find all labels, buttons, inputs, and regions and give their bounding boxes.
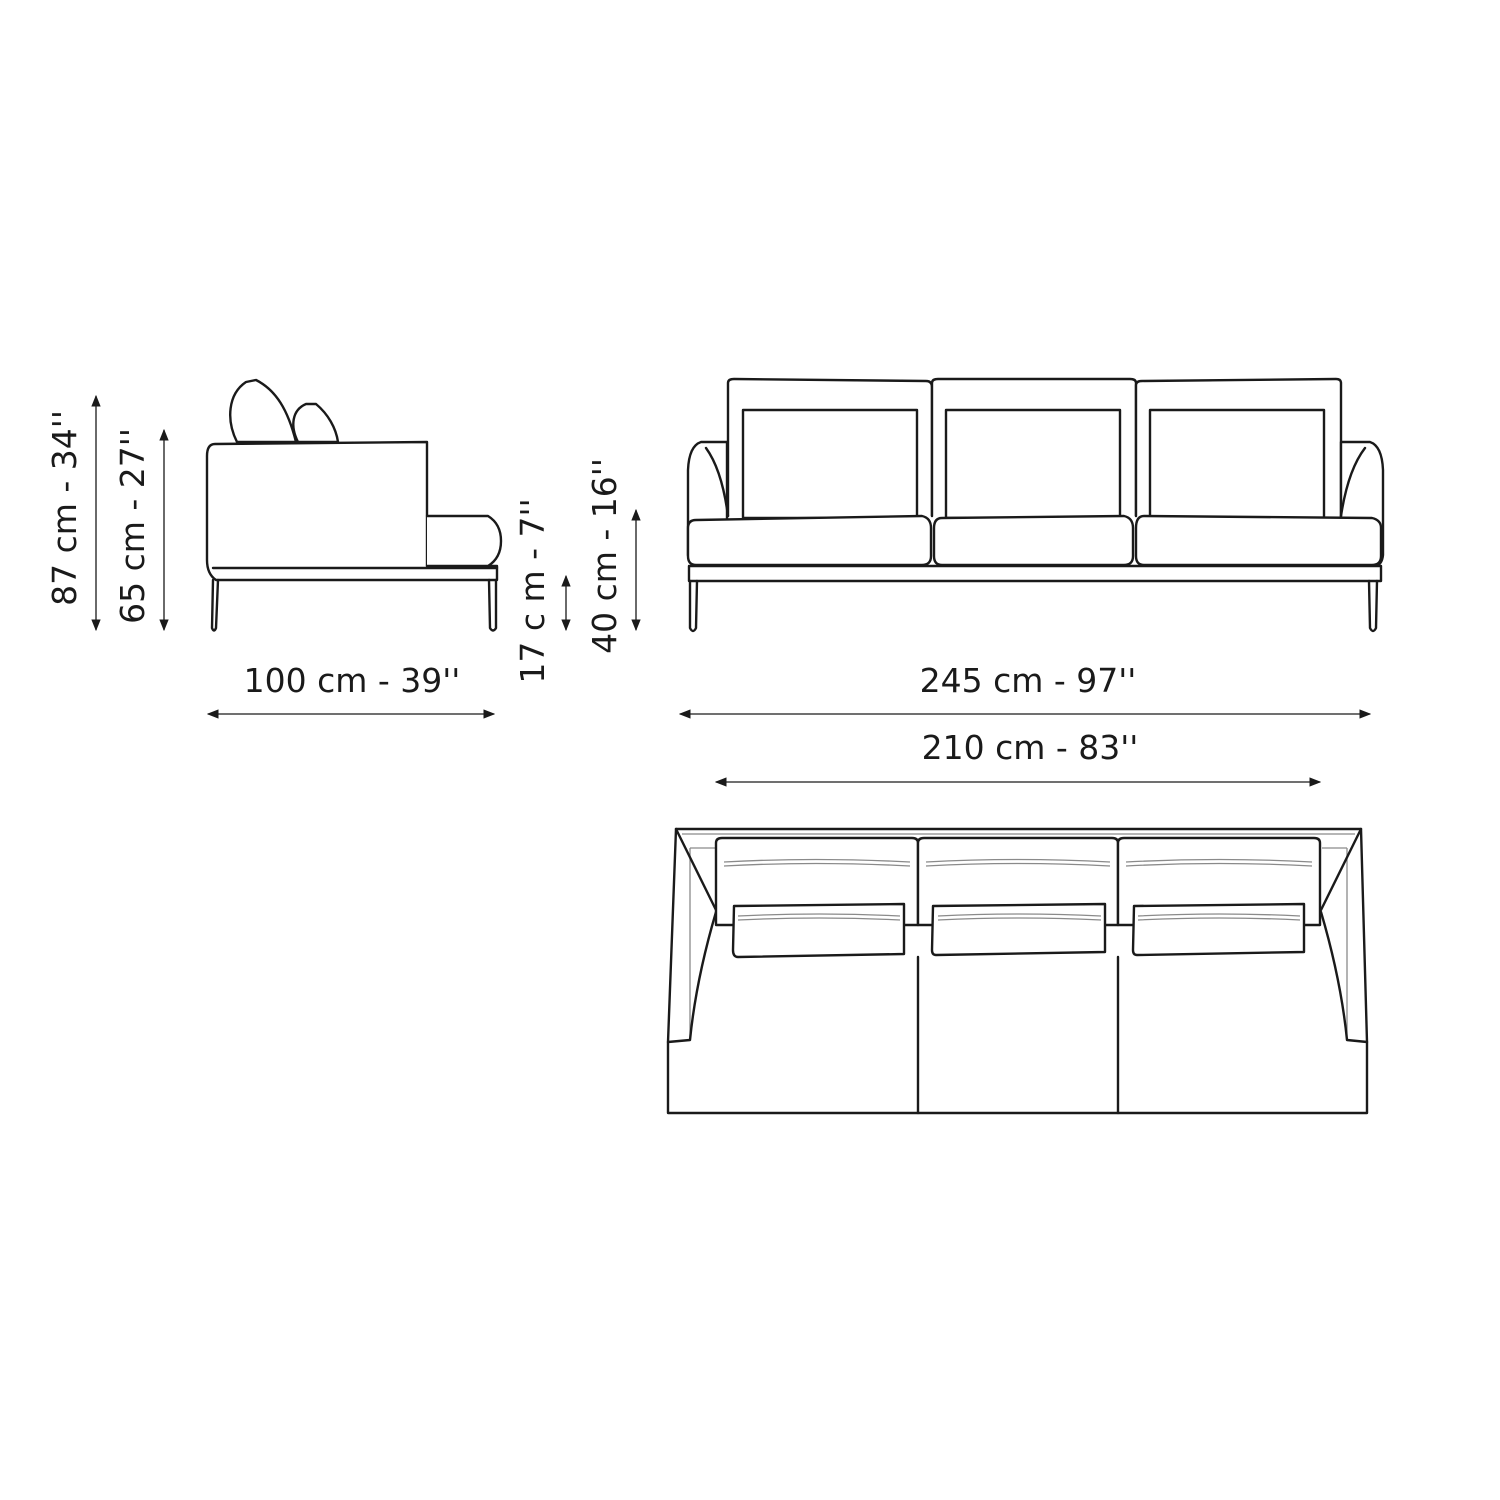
label-height-arm: 65 cm - 27'' [113,428,152,624]
top-stitch-3a [1125,858,1313,863]
front-view [686,377,1385,633]
top-stitch-2b [925,862,1111,867]
front-arm-left-curve [704,446,730,518]
front-arm-right-curve [1339,446,1367,518]
top-stitch-1a [723,858,911,863]
label-seat-height: 40 cm - 16'' [585,458,624,654]
side-seat-cushion [425,514,503,568]
front-back-cushion-left [741,408,919,520]
front-leg-left [688,579,699,633]
top-arm-corner-left [674,827,718,912]
label-leg-height: 17 c m - 7'' [513,498,552,683]
front-leg-right [1367,579,1379,633]
front-base [687,564,1383,583]
top-arm-right [1319,910,1369,1044]
front-seat-cushion-center [932,514,1135,567]
top-small-cushion-center [930,902,1107,957]
top-small-cushion-left [731,902,906,959]
top-small-stitch-1a [737,913,901,917]
front-seat-cushion-right [1134,514,1383,567]
top-small-stitch-3a [1137,913,1301,917]
top-small-cushion-right [1131,902,1306,957]
top-stitch-1b [723,862,911,867]
top-small-stitch-1b [737,917,901,921]
dimension-arrows [91,394,1372,787]
label-width-inner: 210 cm - 83'' [922,728,1139,767]
side-leg-front [210,578,220,632]
side-back-cushion-large [229,378,298,444]
top-small-stitch-2b [937,917,1102,921]
label-depth: 100 cm - 39'' [244,661,461,700]
top-small-stitch-3b [1137,917,1301,921]
side-back-cushion-small [292,402,340,444]
top-stitch-3b [1125,862,1313,867]
top-stitch-2a [925,858,1111,863]
top-view [666,827,1369,1115]
label-height-total: 87 cm - 34'' [45,410,84,606]
front-back-cushion-right [1148,408,1326,520]
top-arm-left [666,910,718,1044]
top-small-stitch-2a [937,913,1102,917]
side-view [205,378,503,632]
label-width-total: 245 cm - 97'' [920,661,1137,700]
front-seat-cushion-left [686,514,933,567]
side-leg-back [487,578,498,632]
dimension-labels: 87 cm - 34'' 65 cm - 27'' 17 c m - 7'' 4… [45,410,1138,767]
side-body [205,440,499,582]
front-back-cushion-center [944,408,1122,520]
top-arm-corner-right [1319,827,1363,912]
